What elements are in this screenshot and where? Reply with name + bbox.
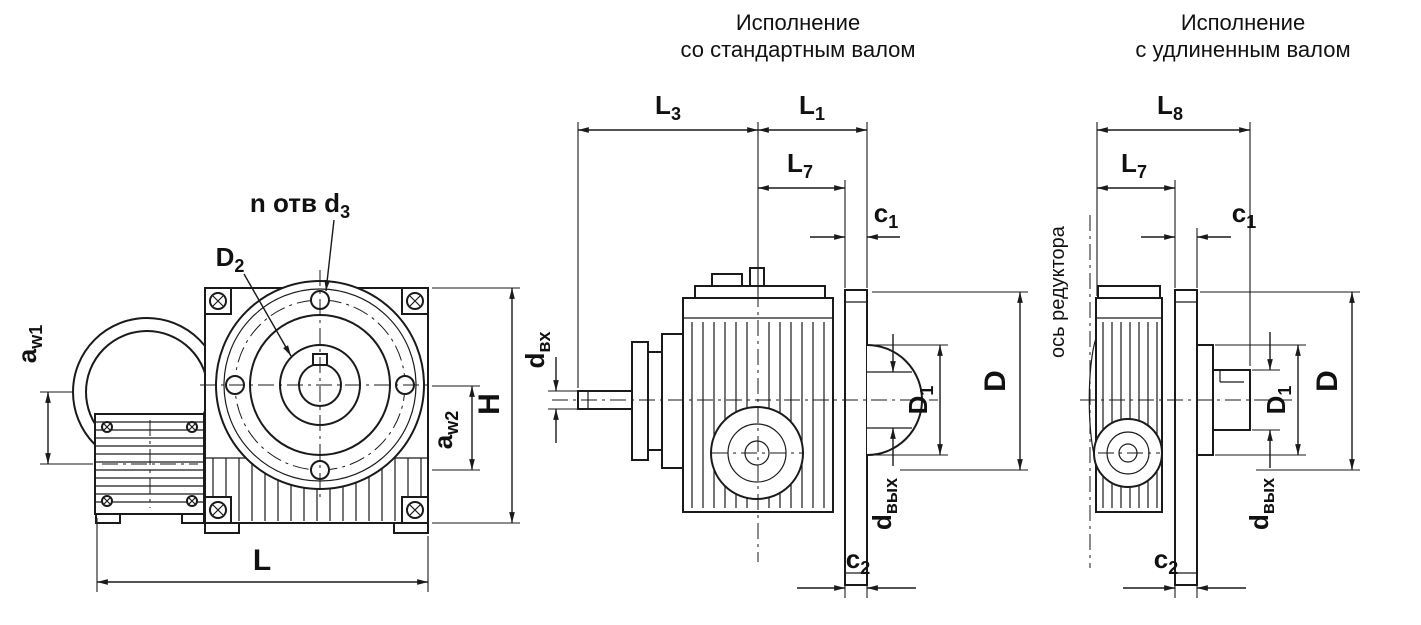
label-c2-std: c2 xyxy=(846,544,870,578)
standard-shaft-view: Исполнение со стандартным валом xyxy=(520,10,1028,598)
label-l3: L3 xyxy=(655,90,681,124)
motor-center-lines xyxy=(102,420,198,508)
label-l8: L8 xyxy=(1157,90,1183,124)
label-d2: D2 xyxy=(216,242,245,276)
std-input-shaft xyxy=(577,333,684,469)
dimension-c1-std: c1 xyxy=(810,198,900,240)
label-d-out-ext: dвых xyxy=(1244,478,1278,530)
label-l1: L1 xyxy=(799,90,825,124)
dimension-d2: D2 xyxy=(216,242,292,357)
dimension-aw2: aw2 xyxy=(428,385,480,471)
dimension-holes-d3: n отв d3 xyxy=(250,188,350,292)
dimension-c2-std: c2 xyxy=(797,544,916,598)
title-extended-line1: Исполнение xyxy=(1181,10,1305,35)
label-d-out-std: dвых xyxy=(867,478,901,530)
title-standard-line2: со стандартным валом xyxy=(680,37,915,62)
dimension-aw1: aw1 xyxy=(12,325,93,465)
title-standard-line1: Исполнение xyxy=(736,10,860,35)
ext-output-flange xyxy=(1174,289,1251,586)
label-aw1: aw1 xyxy=(12,325,46,363)
dimension-d-std: D xyxy=(872,291,1028,471)
label-d-std: D xyxy=(979,370,1012,392)
label-gearbox-axis: ось редуктора xyxy=(1047,225,1069,358)
label-holes-d3: n отв d3 xyxy=(250,188,350,222)
label-l: L xyxy=(253,544,271,577)
dimension-d1-std: D1 xyxy=(872,344,948,456)
dimension-l3: L3 xyxy=(577,90,758,388)
ext-housing xyxy=(1088,285,1163,513)
dimension-d-ext: D xyxy=(1200,291,1360,471)
label-aw2: aw2 xyxy=(428,411,462,449)
flange-center-lines xyxy=(200,270,432,500)
dimension-l1: L1 xyxy=(758,90,868,288)
label-d-in: dвх xyxy=(520,332,554,369)
output-flange xyxy=(200,270,432,500)
dimension-l8: L8 xyxy=(1096,90,1251,366)
std-output-flange xyxy=(844,289,923,586)
dimension-c2-ext: c2 xyxy=(1123,544,1246,598)
label-d-ext: D xyxy=(1311,370,1344,392)
dimension-l: L xyxy=(96,518,429,592)
dimension-d-out-ext: dвых xyxy=(1244,332,1280,530)
front-view: aw1 aw2 H L D2 n отв d3 xyxy=(12,188,520,592)
ext-housing-fins xyxy=(1102,322,1158,508)
dimension-l7-ext: L7 xyxy=(1097,148,1176,288)
label-c1-ext: c1 xyxy=(1232,198,1256,232)
label-c2-ext: c2 xyxy=(1154,544,1178,578)
label-h: H xyxy=(473,393,506,415)
input-motor xyxy=(72,317,222,524)
dimension-h: H xyxy=(432,287,520,524)
dimension-d1-ext: D1 xyxy=(1215,344,1306,456)
label-d1-std: D1 xyxy=(903,386,937,415)
ext-center-lines xyxy=(1080,215,1292,568)
dimension-d-in: dвх xyxy=(520,332,578,443)
label-d1-ext: D1 xyxy=(1261,386,1295,415)
label-l7-ext: L7 xyxy=(1121,148,1147,182)
extended-shaft-view: Исполнение с удлиненным валом ось редукт… xyxy=(1047,10,1360,598)
label-l7-std: L7 xyxy=(787,148,813,182)
label-c1-std: c1 xyxy=(874,198,898,232)
dimension-d-out-std: dвых xyxy=(867,334,901,530)
title-extended-line2: с удлиненным валом xyxy=(1135,37,1350,62)
std-center-lines xyxy=(552,262,938,562)
std-housing xyxy=(682,267,834,513)
dimension-l7-std: L7 xyxy=(758,148,846,288)
dimension-c1-ext: c1 xyxy=(1141,198,1256,288)
